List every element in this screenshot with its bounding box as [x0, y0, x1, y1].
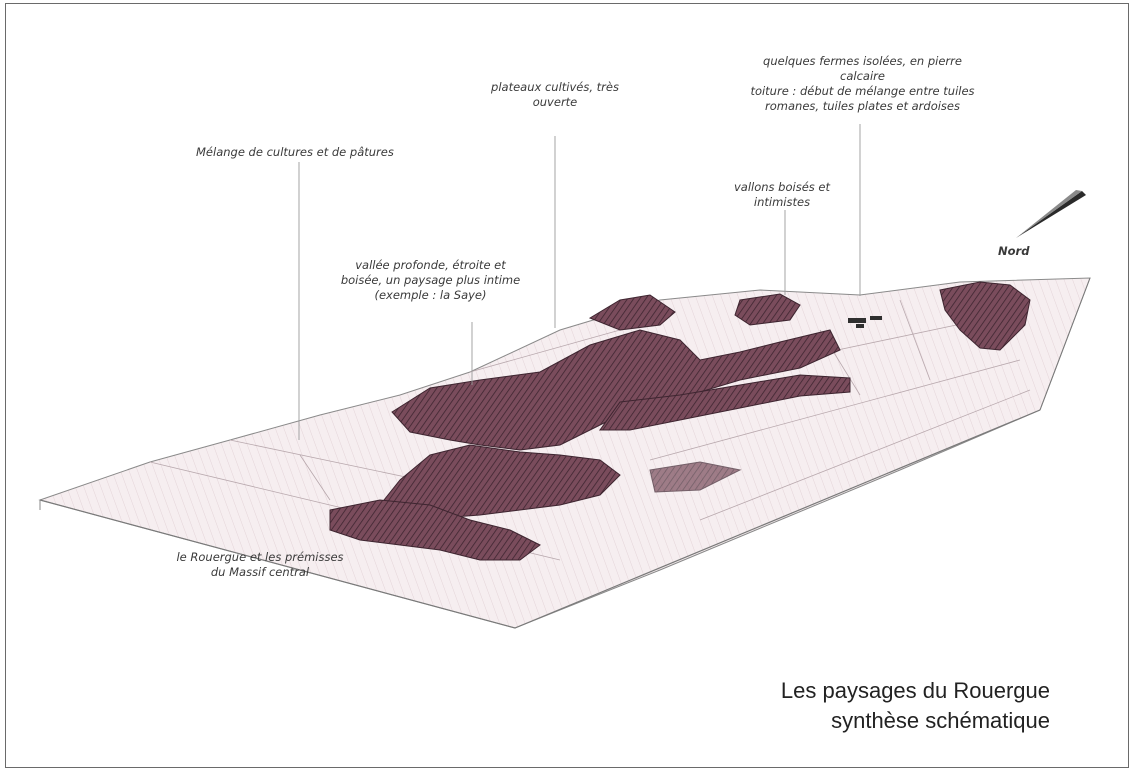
annotation-plateaux: plateaux cultivés, très ouverte — [470, 80, 640, 110]
annotation-vallee: vallée profonde, étroite et boisée, un p… — [323, 258, 538, 303]
caption-line1: Les paysages du Rouergue — [781, 676, 1050, 706]
annotation-vallons: vallons boisés et intimistes — [712, 180, 852, 210]
annotation-fermes: quelques fermes isolées, en pierre calca… — [700, 54, 1025, 114]
caption-line2: synthèse schématique — [781, 706, 1050, 736]
annotation-fermes-line3: toiture : début de mélange entre tuiles — [700, 84, 1025, 99]
annotation-fermes-line2: calcaire — [700, 69, 1025, 84]
annotation-vallons-line2: intimistes — [712, 195, 852, 210]
annotation-vallee-line2: boisée, un paysage plus intime — [323, 273, 538, 288]
annotation-vallons-line1: vallons boisés et — [712, 180, 852, 195]
annotation-vallee-line3: (exemple : la Saye) — [323, 288, 538, 303]
north-arrow-icon — [1010, 188, 1090, 248]
figure-caption: Les paysages du Rouergue synthèse schéma… — [781, 676, 1050, 736]
north-label: Nord — [998, 244, 1029, 259]
annotation-cultures-pastures: Mélange de cultures et de pâtures — [196, 145, 394, 160]
annotation-vallee-line1: vallée profonde, étroite et — [323, 258, 538, 273]
annotation-plateaux-line2: ouverte — [470, 95, 640, 110]
annotation-fermes-line1: quelques fermes isolées, en pierre — [700, 54, 1025, 69]
annotation-rouergue-line2: du Massif central — [150, 565, 370, 580]
annotation-rouergue: le Rouergue et les prémisses du Massif c… — [150, 550, 370, 580]
annotation-rouergue-line1: le Rouergue et les prémisses — [150, 550, 370, 565]
annotation-plateaux-line1: plateaux cultivés, très — [470, 80, 640, 95]
annotation-fermes-line4: romanes, tuiles plates et ardoises — [700, 99, 1025, 114]
